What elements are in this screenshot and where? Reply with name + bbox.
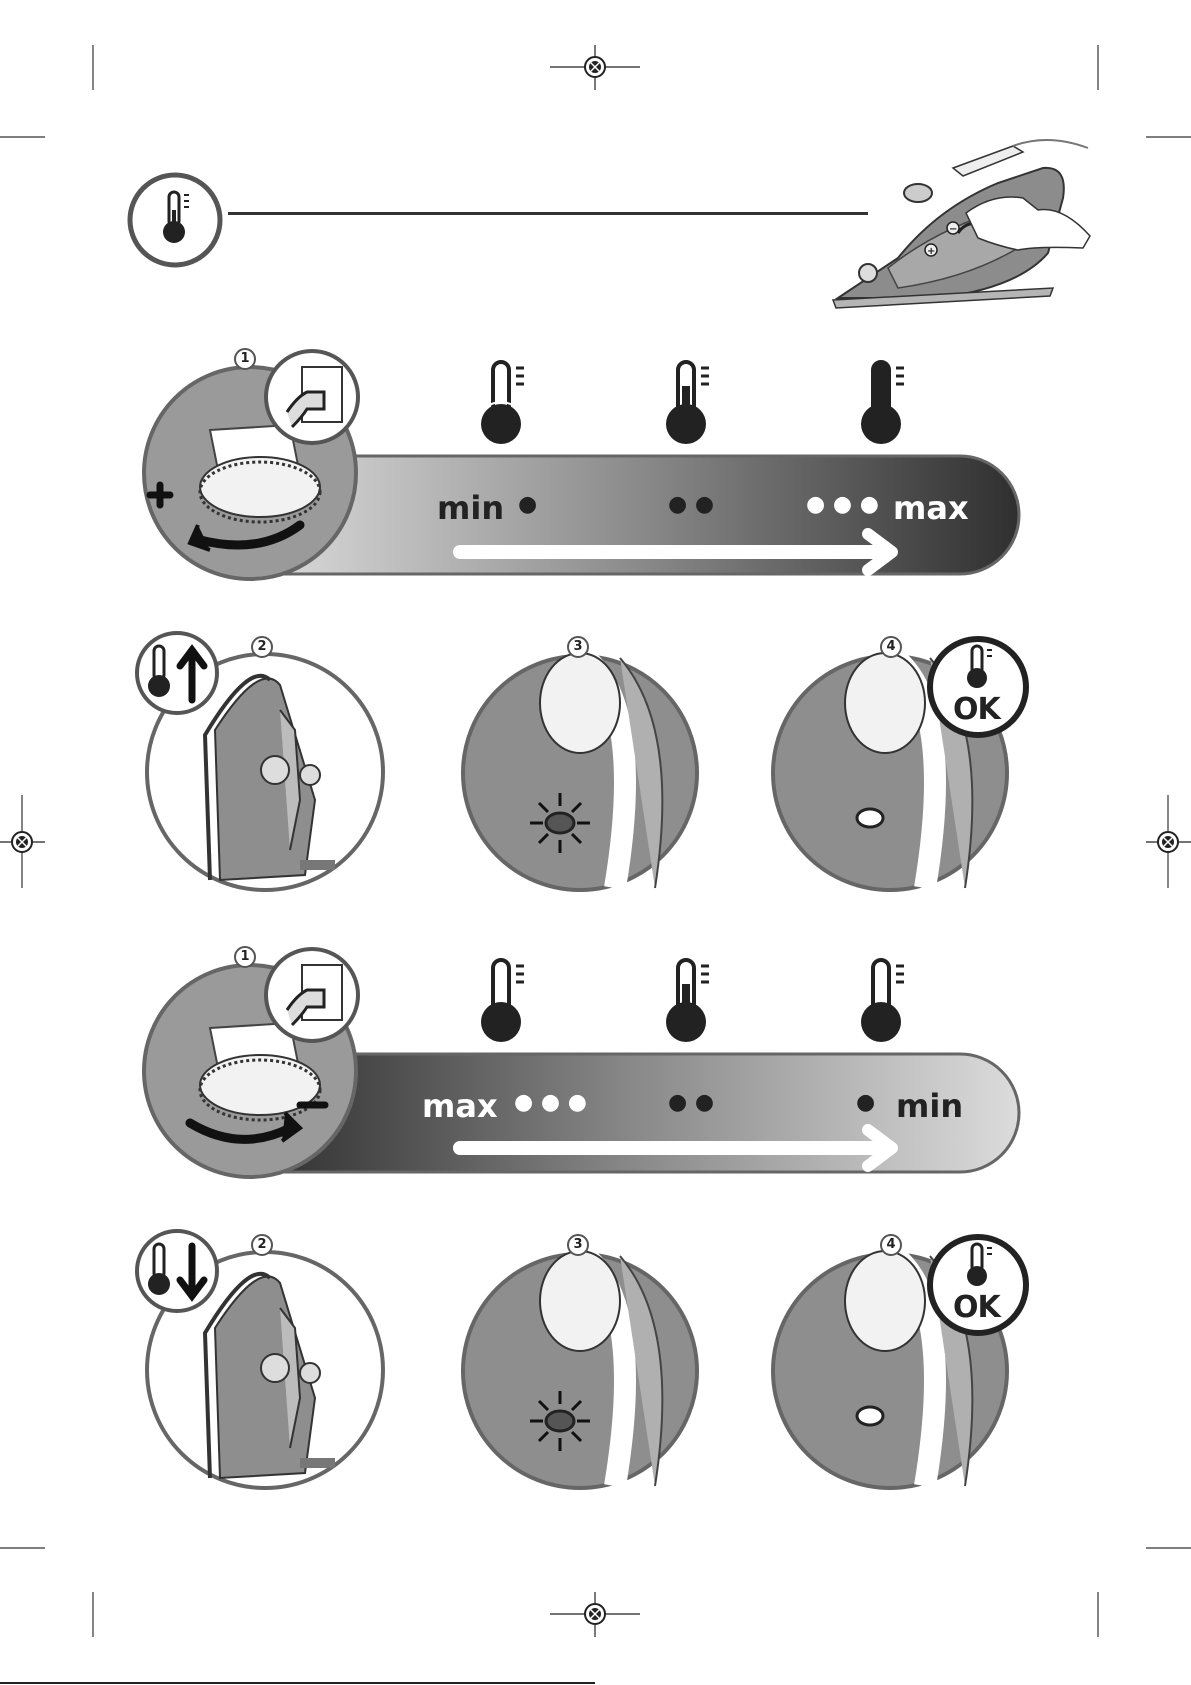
- step-number: 2: [251, 636, 273, 658]
- registration-mark-icon: [0, 820, 45, 865]
- step3-indicator-on-illustration: [455, 648, 705, 898]
- plug-icon: [262, 945, 362, 1045]
- ok-label: OK: [953, 692, 1000, 727]
- thermometer-icon: [663, 956, 723, 1046]
- svg-text:−: −: [949, 224, 957, 235]
- registration-mark-icon: [550, 45, 640, 90]
- header-thermometer-badge: [125, 170, 225, 270]
- thermometer-icon: [663, 358, 723, 448]
- thermometer-icon: [478, 956, 538, 1046]
- indicator-light-icon: [857, 809, 883, 827]
- bar-left-label: min: [437, 492, 504, 524]
- temperature-dots-high: ● ● ●: [806, 494, 879, 516]
- page-edge-line: [0, 1682, 595, 1684]
- thermometer-icon: [478, 358, 538, 448]
- ok-label: OK: [953, 1290, 1000, 1325]
- bar-right-label: max: [893, 492, 969, 524]
- header-rule: [228, 212, 868, 215]
- step-number: 4: [880, 636, 902, 658]
- step-number: 1: [234, 946, 256, 968]
- temperature-down-badge: [132, 1226, 222, 1316]
- step-number: 2: [251, 1234, 273, 1256]
- thermometer-icon: [858, 358, 918, 448]
- step-number: 3: [567, 1234, 589, 1256]
- temperature-dots-mid: ● ●: [668, 1092, 714, 1114]
- thermometer-icon: [858, 956, 918, 1046]
- iron-illustration: − +: [818, 138, 1093, 310]
- temperature-dots-high: ● ● ●: [514, 1092, 587, 1114]
- dial-icon: [200, 457, 320, 517]
- temperature-up-badge: [132, 628, 222, 718]
- temperature-dots-mid: ● ●: [668, 494, 714, 516]
- plug-icon: [262, 347, 362, 447]
- step-number: 1: [234, 348, 256, 370]
- registration-mark-icon: [1146, 820, 1191, 865]
- bar-right-label: min: [896, 1090, 963, 1122]
- step-number: 4: [880, 1234, 902, 1256]
- registration-mark-icon: [550, 1592, 640, 1637]
- temperature-dots-low: ●: [518, 494, 537, 516]
- bar-left-label: max: [422, 1090, 498, 1122]
- indicator-light-icon: [857, 1407, 883, 1425]
- svg-text:+: +: [927, 246, 935, 257]
- step3-indicator-on-illustration: [455, 1246, 705, 1496]
- temperature-dots-low: ●: [856, 1092, 875, 1114]
- step-number: 3: [567, 636, 589, 658]
